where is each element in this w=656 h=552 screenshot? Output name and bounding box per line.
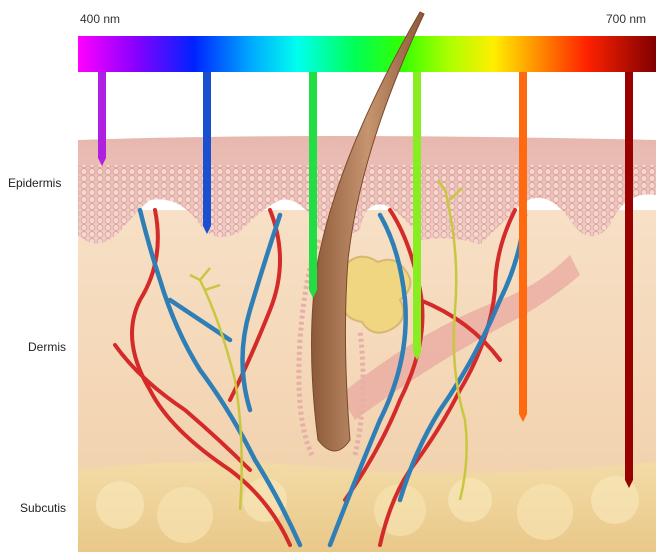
dermis-label: Dermis [28,340,66,354]
spectrum-bar [78,36,656,72]
violet-penetration-bar [98,72,106,166]
epidermis-label: Epidermis [8,176,61,190]
green-penetration-bar [309,72,317,298]
red-penetration-bar [625,72,633,488]
orange-penetration-bar [519,72,527,422]
blue-penetration-bar [203,72,211,234]
subcutis-label: Subcutis [20,501,66,515]
subcutis-layer [78,462,656,552]
dermis-layer [78,210,656,480]
yellow-green-penetration-bar [413,72,421,360]
